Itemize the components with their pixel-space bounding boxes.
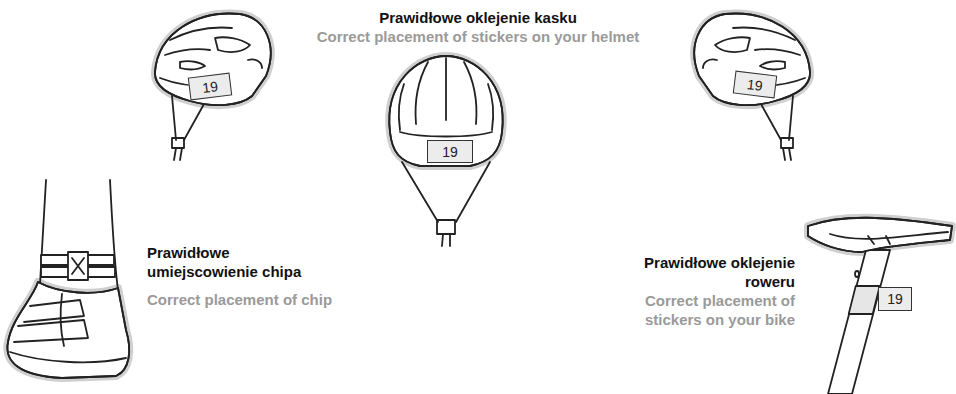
race-number: 19 (746, 76, 763, 94)
number-sticker: 19 (427, 140, 473, 163)
helmet-side (694, 14, 810, 160)
section-subheading: Correct placement of chip (147, 290, 387, 309)
bike-seatpost (808, 218, 952, 394)
number-sticker: 19 (878, 287, 912, 311)
section-subheading: Correct placement of stickers on your bi… (600, 291, 795, 329)
foot-shoe (7, 180, 129, 378)
section-heading: Prawidłowe umiejscowienie chipa (147, 243, 322, 281)
outline-halo (7, 14, 952, 378)
race-number: 19 (201, 78, 218, 96)
number-sticker: 19 (733, 71, 777, 99)
race-number: 19 (442, 144, 458, 160)
section-heading: Prawidłowe oklejenie roweru (640, 253, 795, 291)
helmet-front (389, 56, 502, 246)
helmet-side (155, 14, 271, 160)
section-heading: Prawidłowe oklejenie kasku (0, 8, 956, 27)
race-number: 19 (887, 291, 903, 307)
section-subheading: Correct placement of stickers on your he… (0, 27, 956, 46)
